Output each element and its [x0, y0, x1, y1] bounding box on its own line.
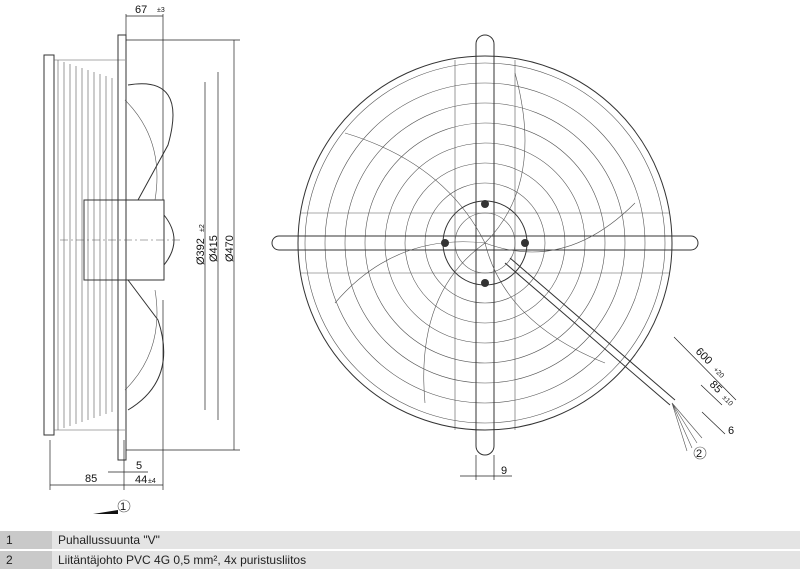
legend-row: 2 Liitäntäjohto PVC 4G 0,5 mm², 4x puris… — [0, 551, 800, 569]
legend-number: 1 — [0, 531, 52, 549]
dim-85: 85 — [85, 473, 97, 485]
fan-technical-drawing: 67 ±3 Ø392 ±2 Ø415 Ø470 85 5 44 ±4 1 — [43, 4, 737, 514]
front-view — [271, 34, 703, 456]
dim-44-tol: ±4 — [148, 478, 156, 485]
legend-text: Liitäntäjohto PVC 4G 0,5 mm², 4x puristu… — [52, 551, 800, 569]
dim-depth: 67 — [135, 4, 147, 16]
legend-table: 1 Puhallussuunta "V" 2 Liitäntäjohto PVC… — [0, 529, 800, 571]
dim-nozzle-tol: ±2 — [199, 224, 206, 232]
dim-6: 6 — [728, 425, 734, 437]
dim-cable-length-tol: +20 — [712, 366, 725, 379]
front-dimensions: 9 600 +20 85 ±10 6 2 — [460, 336, 737, 480]
airflow-arrow-icon — [93, 510, 118, 514]
dim-outer-diameter: Ø470 — [224, 235, 236, 262]
dim-mount-diameter: Ø415 — [208, 235, 220, 262]
legend-text: Puhallussuunta "V" — [52, 531, 800, 549]
side-view — [43, 34, 180, 461]
dim-44: 44 — [135, 474, 147, 486]
dim-5: 5 — [136, 460, 142, 472]
dim-nozzle-diameter: Ø392 — [195, 238, 207, 265]
legend-row: 1 Puhallussuunta "V" — [0, 531, 800, 549]
dim-depth-tol: ±3 — [157, 7, 165, 14]
dim-strip-length-tol: ±10 — [721, 394, 734, 407]
callout-1: 1 — [120, 501, 126, 513]
callout-2: 2 — [696, 448, 702, 460]
side-dimensions: 67 ±3 Ø392 ±2 Ø415 Ø470 85 5 44 ±4 1 — [49, 4, 240, 514]
legend-number: 2 — [0, 551, 52, 569]
dim-9: 9 — [501, 465, 507, 477]
dim-cable-length: 600 — [693, 346, 714, 367]
